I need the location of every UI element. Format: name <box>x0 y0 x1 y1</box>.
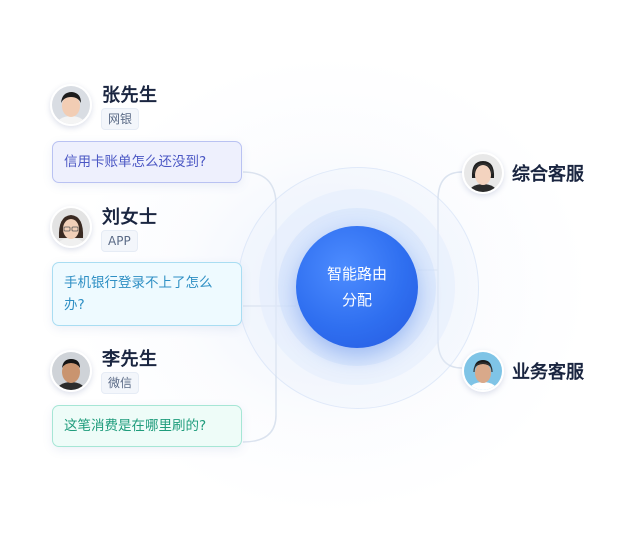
customer-name: 李先生 <box>102 349 158 370</box>
agent-name: 业务客服 <box>512 362 584 383</box>
hub-label-line1: 智能路由 <box>326 265 387 283</box>
agent-name: 综合客服 <box>512 164 584 185</box>
channel-tag: APP <box>101 230 138 252</box>
agent-avatar <box>462 350 504 392</box>
message-bubble: 手机银行登录不上了怎么办? <box>52 262 242 326</box>
customer-name: 张先生 <box>102 85 158 106</box>
customer-name: 刘女士 <box>102 207 158 228</box>
hub-label-line2: 分配 <box>341 291 372 309</box>
channel-tag: 网银 <box>101 108 140 130</box>
customer-avatar <box>50 206 92 248</box>
message-bubble: 这笔消费是在哪里刷的? <box>52 405 242 447</box>
channel-tag: 微信 <box>101 372 140 394</box>
message-bubble: 信用卡账单怎么还没到? <box>52 141 242 183</box>
routing-hub: 智能路由 分配 <box>296 226 418 348</box>
agent-avatar <box>462 152 504 194</box>
customer-avatar <box>50 84 92 126</box>
customer-avatar <box>50 350 92 392</box>
